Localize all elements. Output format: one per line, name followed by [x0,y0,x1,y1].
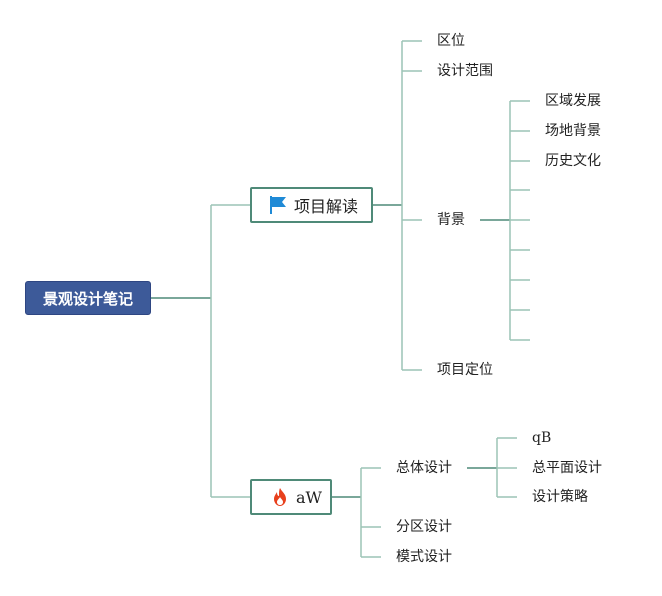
branch-label: aW [296,487,322,507]
branch-node-aw[interactable]: aW [250,479,332,515]
subtopic-node[interactable]: 设计策略 [532,488,588,506]
subtopic-node[interactable]: 总平面设计 [532,459,602,477]
topic-node[interactable]: 总体设计 [396,459,452,477]
root-label: 景观设计笔记 [42,289,133,308]
subtopic-node[interactable]: qB [532,429,551,447]
topic-node[interactable]: 分区设计 [396,518,452,536]
topic-node[interactable]: 区位 [437,32,465,50]
subtopic-node[interactable]: 历史文化 [545,152,601,170]
topic-node[interactable]: 模式设计 [396,548,452,566]
subtopic-node[interactable]: 场地背景 [545,122,601,140]
topic-node[interactable]: 背景 [437,211,465,229]
topic-label: 总体设计 [396,460,452,476]
branch-node-project-analysis[interactable]: 项目解读 [250,187,373,223]
subtopic-node[interactable]: 区域发展 [545,92,601,110]
subtopic-label: 区域发展 [545,93,601,109]
subtopic-label: 总平面设计 [532,460,602,476]
topic-label: 项目定位 [437,362,493,378]
fire-icon [270,487,290,507]
branch-label: 项目解读 [294,197,359,216]
root-node[interactable]: 景观设计笔记 [25,281,151,315]
subtopic-label: qB [532,430,552,446]
topic-label: 模式设计 [396,549,452,565]
topic-label: 区位 [437,33,465,49]
topic-label: 背景 [437,212,465,228]
topic-node[interactable]: 项目定位 [437,361,493,379]
subtopic-label: 设计策略 [532,489,588,505]
flag-icon [268,195,288,215]
subtopic-label: 场地背景 [545,123,601,139]
topic-node[interactable]: 设计范围 [437,62,493,80]
subtopic-label: 历史文化 [545,153,601,169]
topic-label: 分区设计 [396,519,452,535]
topic-label: 设计范围 [437,63,493,79]
